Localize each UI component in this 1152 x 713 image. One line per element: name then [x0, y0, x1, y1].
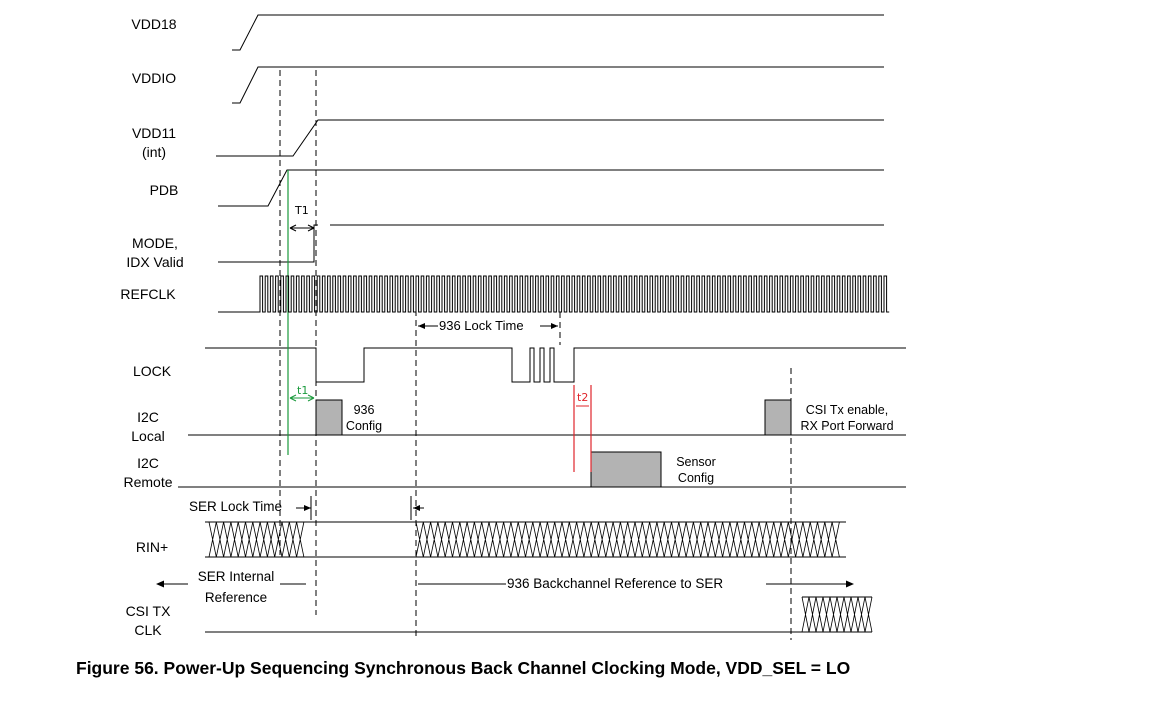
signal-label-lock: LOCK [132, 363, 172, 379]
t1-green-arrowheads [289, 394, 315, 402]
signal-label-pdb: PDB [149, 182, 179, 198]
rin-eye-before-lock [208, 521, 305, 558]
signal-label-refclk: REFCLK [120, 286, 176, 302]
vdd18-waveform [232, 14, 884, 51]
rin-eye-after-lock [415, 521, 840, 558]
rin-eye-pattern [208, 521, 840, 558]
ser-internal-arrow [156, 580, 164, 588]
T1-label: T1 [295, 204, 309, 217]
lock-time-label: 936 Lock Time [439, 318, 524, 333]
csi-eye-pattern [801, 596, 873, 633]
lock-time-arrow-left [418, 323, 425, 329]
t1-label: t1 [297, 384, 309, 397]
vdd11-waveform [216, 119, 884, 157]
ser-lock-start-arrow [413, 505, 420, 511]
lock-time-arrow-right [551, 323, 558, 329]
backchannel-label: 936 Backchannel Reference to SER [507, 576, 724, 591]
refclk-square-wave [218, 275, 890, 313]
signal-label-vdd11: VDD11(int) [131, 125, 177, 160]
mode-waveform [218, 224, 318, 263]
figure-caption: Figure 56. Power-Up Sequencing Synchrono… [76, 658, 851, 678]
ser-lock-arrow [304, 505, 311, 511]
lock-waveform [205, 347, 906, 383]
pdb-waveform [218, 169, 884, 207]
refclk-waveform [218, 275, 890, 313]
vddio-waveform [232, 66, 884, 104]
config-936-box [315, 399, 343, 436]
ser-lock-time-label: SER Lock Time [189, 499, 283, 514]
t2-label: t2 [577, 391, 589, 404]
signal-label-vdd18: VDD18 [131, 16, 177, 32]
backchannel-arrow [846, 580, 854, 588]
csi-clock-eye [801, 596, 873, 633]
csi-enable-label: CSI Tx enable,RX Port Forward [800, 403, 894, 433]
signal-label-vddio: VDDIO [131, 70, 177, 86]
T1-arrowheads [289, 224, 315, 232]
signal-label-rin: RIN+ [135, 539, 169, 555]
csi-enable-box [764, 399, 792, 436]
signal-label-mode: MODE,IDX Valid [126, 235, 184, 270]
sensor-config-box [590, 451, 662, 488]
